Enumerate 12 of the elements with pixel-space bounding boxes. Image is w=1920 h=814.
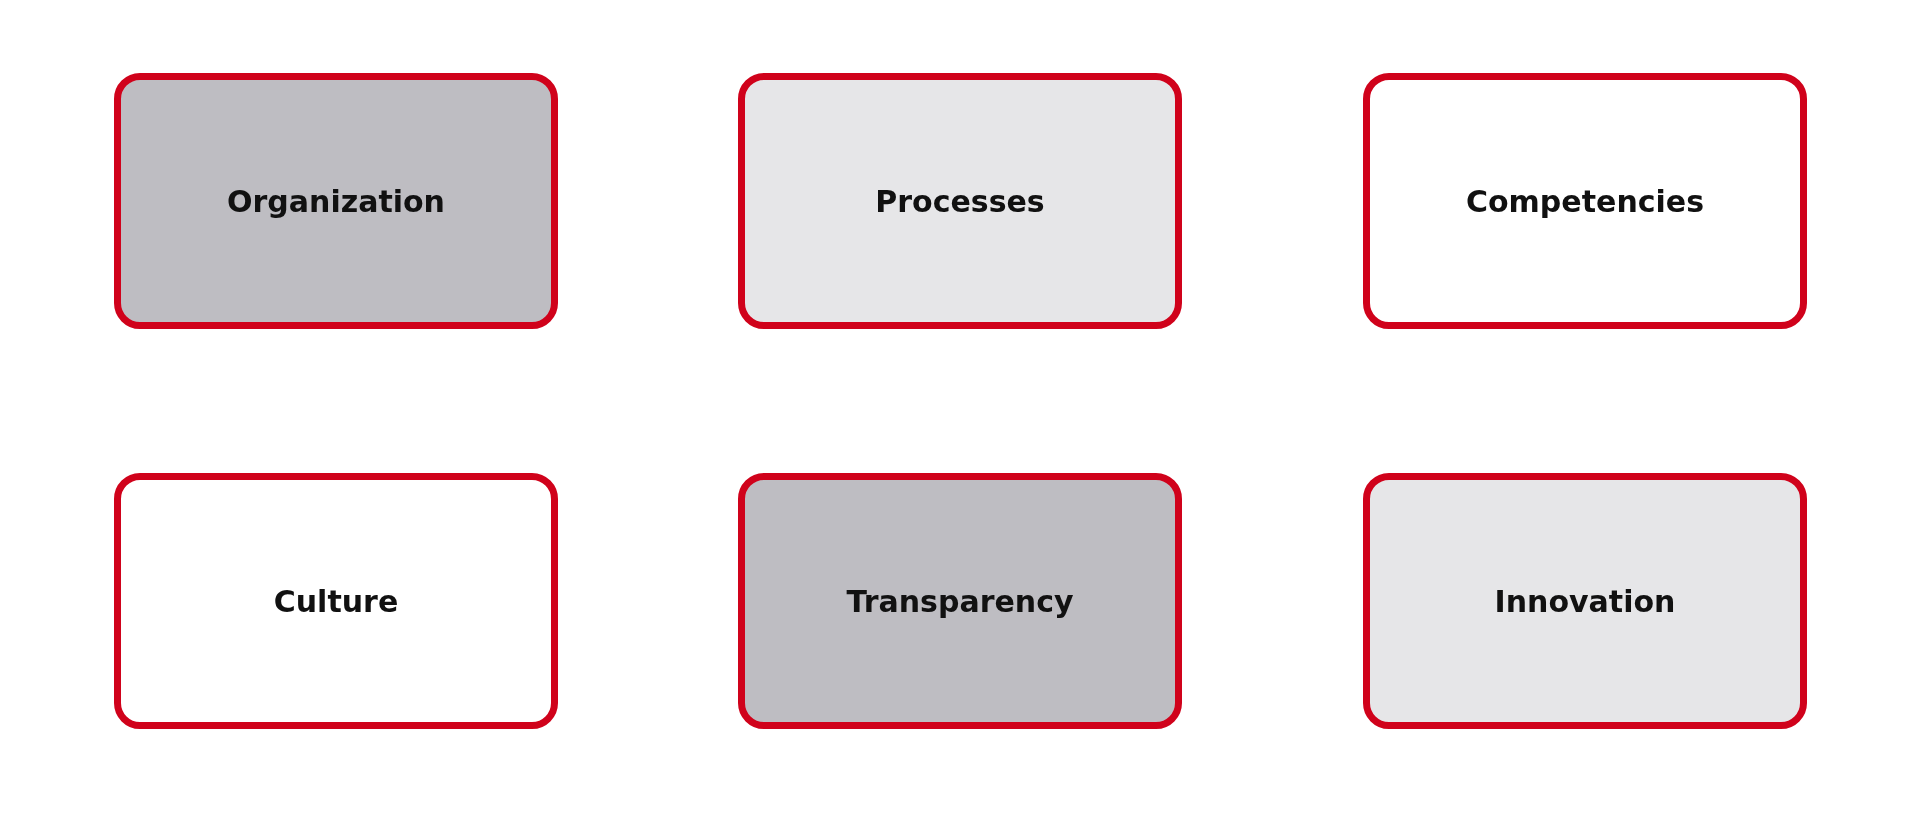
category-label: Processes: [875, 183, 1045, 219]
category-box: [1363, 73, 1807, 329]
category-box: [738, 73, 1182, 329]
category-box: [738, 473, 1182, 729]
category-box: [1363, 473, 1807, 729]
category-label: Transparency: [846, 583, 1074, 619]
category-box: [114, 473, 558, 729]
category-label: Organization: [227, 183, 445, 219]
category-label: Innovation: [1494, 583, 1676, 619]
category-label: Competencies: [1466, 183, 1704, 219]
category-label: Culture: [273, 583, 399, 619]
category-box: [114, 73, 558, 329]
